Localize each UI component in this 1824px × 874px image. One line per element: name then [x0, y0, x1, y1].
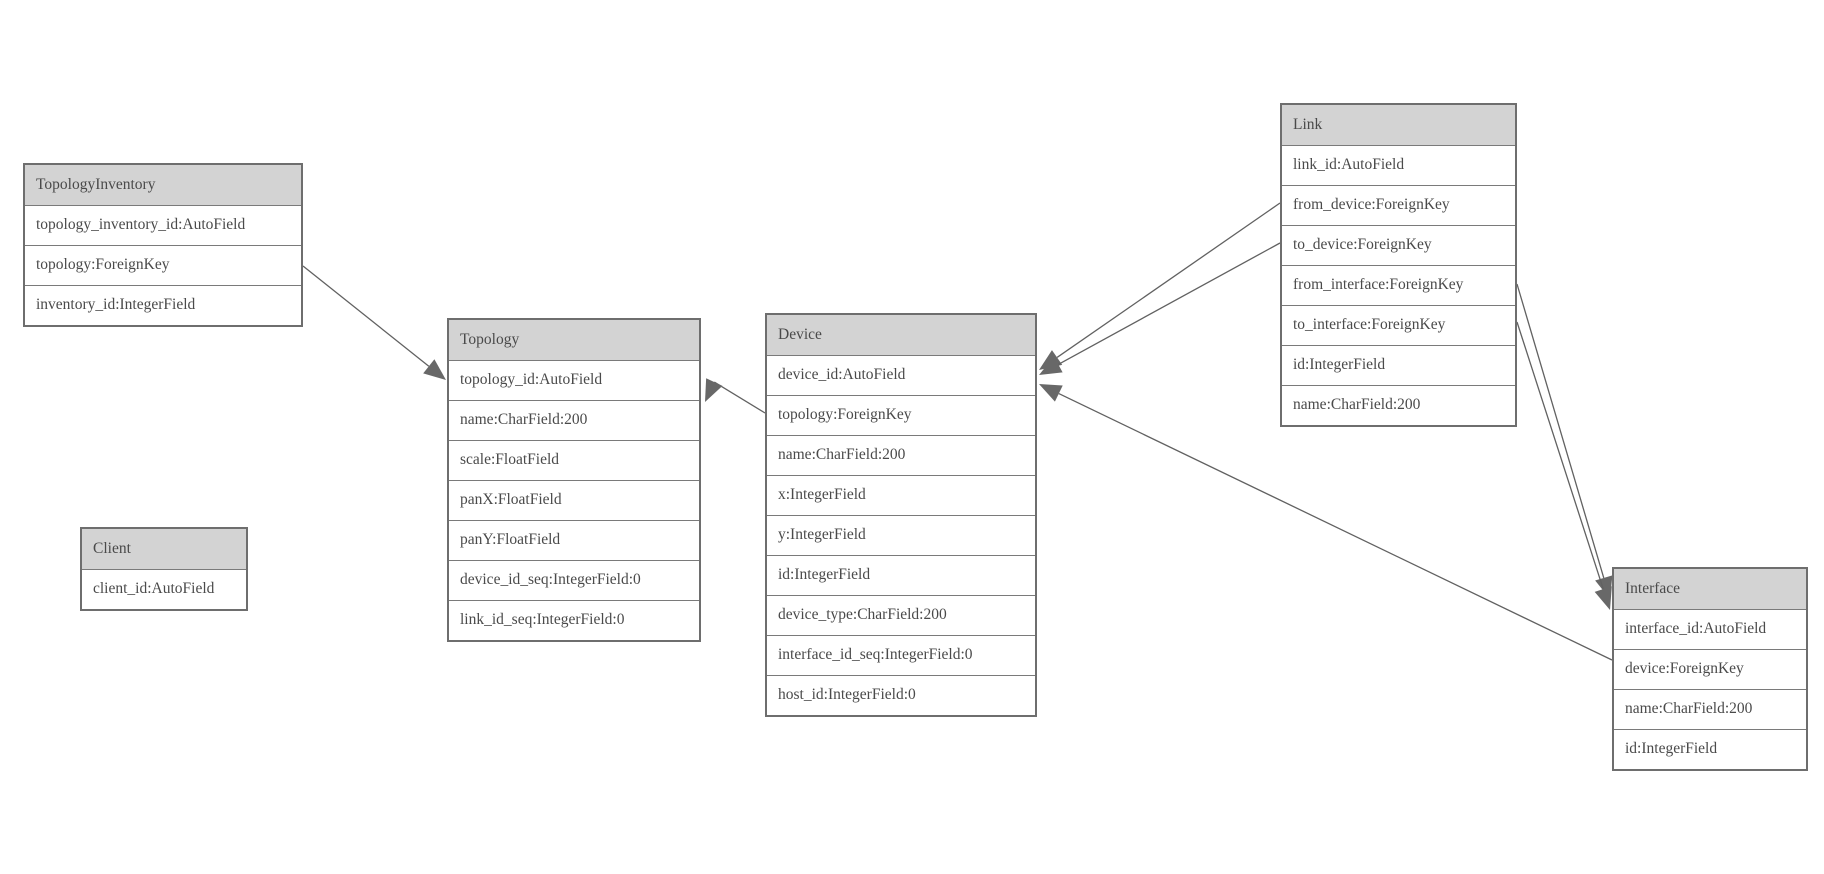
field-row: topology:ForeignKey — [767, 395, 1035, 435]
field-row: id:IntegerField — [1282, 345, 1515, 385]
field-row: interface_id_seq:IntegerField:0 — [767, 635, 1035, 675]
edge-link-from-device — [1056, 202, 1281, 359]
field-row: link_id:AutoField — [1282, 145, 1515, 185]
entity-title: Device — [767, 315, 1035, 355]
field-row: panX:FloatField — [449, 480, 699, 520]
field-row: name:CharField:200 — [767, 435, 1035, 475]
field-row: host_id:IntegerField:0 — [767, 675, 1035, 715]
entity-title: Client — [82, 529, 246, 569]
field-row: y:IntegerField — [767, 515, 1035, 555]
field-row: link_id_seq:IntegerField:0 — [449, 600, 699, 640]
edge-device-topology — [713, 381, 766, 414]
field-row: inventory_id:IntegerField — [25, 285, 301, 325]
edge-link-to-device-arrowhead-icon — [1039, 356, 1063, 375]
entity-title: Interface — [1614, 569, 1806, 609]
entity-title: TopologyInventory — [25, 165, 301, 205]
field-row: from_interface:ForeignKey — [1282, 265, 1515, 305]
edge-link-from-interface — [1516, 283, 1605, 579]
field-row: to_interface:ForeignKey — [1282, 305, 1515, 345]
field-row: to_device:ForeignKey — [1282, 225, 1515, 265]
field-row: name:CharField:200 — [1614, 689, 1806, 729]
field-row: x:IntegerField — [767, 475, 1035, 515]
edge-device-topology-arrowhead-icon — [705, 378, 723, 402]
field-row: from_device:ForeignKey — [1282, 185, 1515, 225]
field-row: device_type:CharField:200 — [767, 595, 1035, 635]
edge-interface-device — [1058, 392, 1613, 661]
edge-link-to-interface — [1516, 321, 1604, 590]
field-row: id:IntegerField — [1614, 729, 1806, 769]
field-row: client_id:AutoField — [82, 569, 246, 609]
field-row: topology:ForeignKey — [25, 245, 301, 285]
field-row: device_id_seq:IntegerField:0 — [449, 560, 699, 600]
entity-title: Topology — [449, 320, 699, 360]
field-row: topology_inventory_id:AutoField — [25, 205, 301, 245]
edge-topologyinventory-topology — [302, 265, 430, 367]
edge-link-to-device — [1057, 242, 1281, 366]
field-row: interface_id:AutoField — [1614, 609, 1806, 649]
field-row: name:CharField:200 — [449, 400, 699, 440]
entity-title: Link — [1282, 105, 1515, 145]
field-row: scale:FloatField — [449, 440, 699, 480]
field-row: device:ForeignKey — [1614, 649, 1806, 689]
field-row: panY:FloatField — [449, 520, 699, 560]
edge-interface-device-arrowhead-icon — [1039, 384, 1063, 402]
field-row: name:CharField:200 — [1282, 385, 1515, 425]
field-row: topology_id:AutoField — [449, 360, 699, 400]
field-row: id:IntegerField — [767, 555, 1035, 595]
field-row: device_id:AutoField — [767, 355, 1035, 395]
edge-link-to-interface-arrowhead-icon — [1594, 586, 1612, 610]
edge-topologyinventory-topology-arrowhead-icon — [423, 359, 446, 380]
